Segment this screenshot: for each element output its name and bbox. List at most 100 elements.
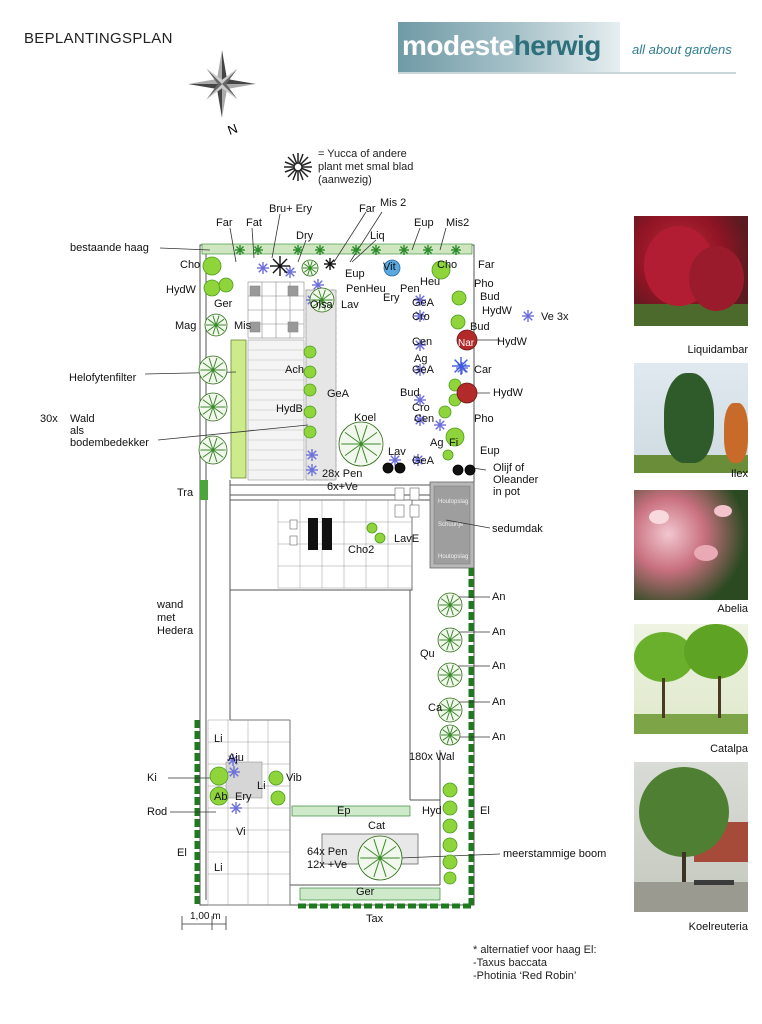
- scale-bar: [181, 916, 227, 930]
- label-plant: Vit: [383, 261, 396, 273]
- shrub-symbol: [442, 800, 458, 816]
- label-plant: 6x+Ve: [327, 481, 358, 493]
- label-plant: Liq: [370, 230, 385, 242]
- shrub-symbol: [218, 277, 234, 293]
- label-sedumdak: sedumdak: [492, 523, 543, 535]
- label-wand: met: [157, 612, 176, 624]
- label-plant: Heu: [420, 276, 441, 288]
- shrub-symbol: [450, 314, 466, 330]
- label-plant: Bud: [470, 321, 490, 333]
- photo-caption: Koelreuteria: [688, 921, 748, 933]
- label-plant: Ag: [430, 437, 444, 449]
- photo-liquidambar: [634, 216, 748, 326]
- tree-symbol-branches: [200, 394, 226, 420]
- tree-symbol-branches: [441, 726, 459, 744]
- perennial-symbol: [306, 449, 318, 461]
- label-plant: Cat: [368, 820, 386, 832]
- label-plant: Ger: [214, 298, 233, 310]
- label-wald: bodembedekker: [70, 437, 149, 449]
- shrub-symbol: [431, 260, 451, 280]
- label-plant: Rod: [147, 806, 168, 818]
- legend-line: plant met smal blad: [318, 161, 414, 173]
- shrub-symbol: [442, 854, 458, 870]
- label-plant: An: [492, 626, 506, 638]
- label-plant: HydB: [276, 403, 303, 415]
- label-plant: Pho: [474, 278, 494, 290]
- shrub-symbol: [438, 405, 452, 419]
- label-plant: Cho2: [348, 544, 375, 556]
- tree-symbol-branches: [302, 260, 318, 276]
- perennial-symbol: [522, 310, 534, 322]
- yucca-symbol: [324, 258, 336, 270]
- label-plant: Pen: [400, 283, 420, 295]
- label-plant: Vi: [236, 826, 246, 838]
- yucca-legend-icon: [284, 153, 312, 181]
- label-plant: Tra: [177, 487, 194, 499]
- label-plant: El: [480, 805, 490, 817]
- label-wald-count: 30x: [40, 413, 58, 425]
- bench: [322, 518, 332, 550]
- bench: [308, 518, 318, 550]
- photo-ilex: [634, 363, 748, 473]
- label-plant: Ki: [147, 772, 157, 784]
- shrub-symbol: [442, 837, 458, 853]
- label-plant: HydW: [166, 284, 196, 296]
- label-plant: Vib: [286, 772, 302, 784]
- hedge-plant-symbol: [235, 245, 245, 255]
- label-plant: HydW: [482, 305, 512, 317]
- shrub-symbol: [203, 279, 221, 297]
- label-plant: Ag: [414, 353, 428, 365]
- shrub-symbol: [445, 427, 465, 447]
- tree-symbol-branches: [439, 664, 461, 686]
- label-plant: An: [492, 591, 506, 603]
- photo-catalpa: [634, 624, 748, 734]
- decking: [247, 339, 305, 481]
- label-plant: 180x Wal: [409, 751, 455, 763]
- compass-rose-icon: N: [188, 50, 256, 138]
- perennial-symbol: [434, 419, 446, 431]
- label-plant: Nar: [458, 338, 475, 349]
- label-plant: El: [177, 847, 187, 859]
- tree-symbol-branches: [439, 594, 461, 616]
- photo-caption: Ilex: [730, 468, 748, 480]
- legend-line: (aanwezig): [318, 174, 372, 186]
- shrub-symbol: [303, 425, 317, 439]
- label-plant: Lav: [388, 446, 406, 458]
- label-plant: Aju: [228, 752, 244, 764]
- label-wald: als: [70, 425, 85, 437]
- photo-caption: Abelia: [717, 603, 748, 615]
- label-plant: GeA: [412, 455, 435, 467]
- perennial-symbol: [414, 294, 426, 306]
- label-plant: Cho: [180, 259, 201, 271]
- perennial-symbol: [456, 362, 468, 374]
- note-line: -Taxus baccata: [473, 957, 547, 969]
- label-plant: Bru+ Ery: [269, 203, 313, 215]
- shrub-symbol: [451, 290, 467, 306]
- legend-text: = Yucca of andere plant met smal blad (a…: [318, 148, 413, 187]
- label-meerstammige-boom: meerstammige boom: [503, 848, 607, 860]
- nar-symbol: [456, 382, 478, 404]
- label-plant: Ger: [356, 886, 375, 898]
- label-plant: Li: [214, 862, 223, 874]
- label-plant: Cro: [412, 402, 430, 414]
- tra-shrub: [200, 480, 208, 500]
- hedge-el: [194, 568, 474, 909]
- logo: modesteherwig: [402, 30, 601, 62]
- perennial-symbol: [414, 339, 426, 351]
- label-plant: GeA: [327, 388, 350, 400]
- helofyten-filter: [230, 339, 247, 479]
- tree-symbol-branches: [200, 357, 226, 383]
- shrub-symbol: [202, 256, 222, 276]
- label-plant: Koel: [354, 412, 377, 424]
- perennial-symbol: [230, 802, 242, 814]
- lower-terrace: [277, 499, 413, 589]
- label-olijf: Olijf of: [493, 462, 525, 474]
- label-plant: 64x Pen: [307, 846, 348, 858]
- label-wand: wand: [157, 599, 184, 611]
- label-plant: Mis 2: [380, 197, 407, 209]
- label-plant: Eup: [414, 217, 434, 229]
- label-plant: Ep: [337, 805, 351, 817]
- logo-left: modeste: [402, 30, 514, 61]
- hedge-plant-symbol: [253, 245, 263, 255]
- label-plant: Ve 3x: [541, 311, 569, 323]
